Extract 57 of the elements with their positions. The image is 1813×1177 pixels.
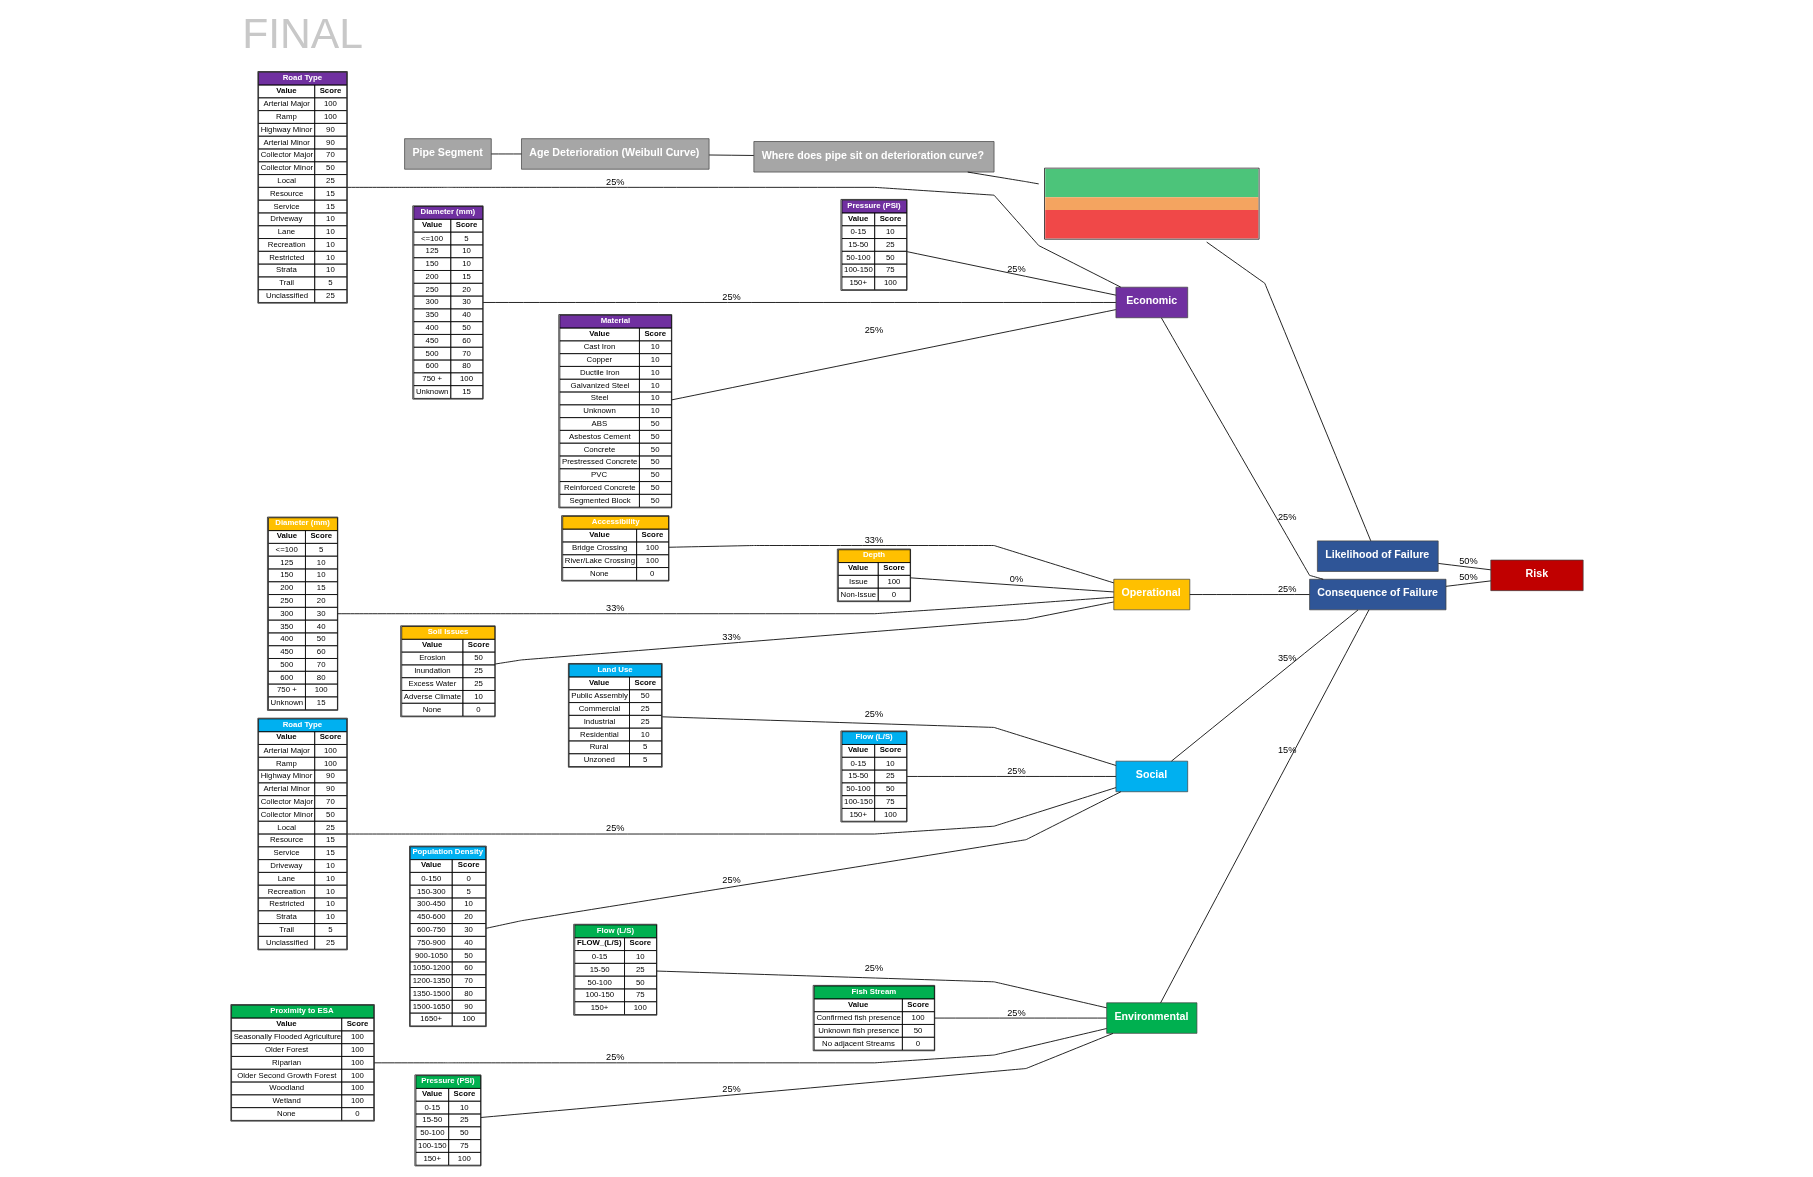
connector [668, 545, 1114, 584]
edge-label: 25% [605, 176, 625, 187]
connector [1159, 609, 1369, 1004]
edge-label: 25% [864, 963, 883, 974]
edge-label: 50% [1458, 555, 1478, 566]
node-box: Operational [1112, 578, 1190, 611]
edge-label: 33% [864, 534, 883, 545]
edge-label: 35% [1277, 652, 1296, 663]
node-box: Consequence of Failure [1308, 578, 1446, 611]
connector [656, 970, 1107, 1009]
edge-label: 25% [864, 709, 883, 720]
connector [336, 596, 1114, 615]
connector [1445, 580, 1491, 587]
edge-label: 25% [1006, 263, 1026, 274]
edge-label: 25% [1277, 512, 1296, 523]
edge-label: 0% [1009, 574, 1023, 585]
edge-label: 25% [721, 291, 741, 302]
edge-label: 25% [721, 1083, 741, 1094]
connector [1205, 241, 1371, 542]
connector [1160, 317, 1324, 580]
connector [906, 251, 1116, 296]
edge-label: 25% [1006, 765, 1026, 776]
connector [909, 577, 1114, 593]
connector [1437, 563, 1491, 571]
connector [346, 186, 1121, 288]
edge-label: 25% [1006, 1007, 1026, 1018]
node-box: Risk [1489, 559, 1583, 591]
connector [346, 787, 1116, 835]
edge-label: 25% [721, 874, 741, 885]
node-box: Where does pipe sit on deterioration curve? [753, 141, 994, 173]
node-box: Social [1115, 760, 1188, 793]
connector [1188, 594, 1310, 595]
edge-label: 33% [605, 603, 625, 614]
connector [708, 154, 754, 156]
node-box: Economic [1115, 286, 1188, 319]
node-box: Likelihood of Failure [1316, 540, 1439, 572]
node-box: Environmental [1105, 1002, 1197, 1034]
connector [482, 302, 1116, 303]
connector [1170, 609, 1358, 762]
node-box: Age Deterioration (Weibull Curve) [520, 138, 709, 170]
connector [485, 791, 1121, 929]
edge-label: 25% [1277, 583, 1296, 594]
edge-label: 50% [1458, 571, 1478, 582]
edge-label: 25% [605, 1052, 625, 1063]
connector [934, 1017, 1107, 1019]
connector [661, 716, 1116, 766]
edge-label: 15% [1277, 745, 1296, 756]
connector [906, 776, 1116, 777]
edge-label: 25% [864, 324, 883, 335]
edge-label: 25% [605, 823, 625, 834]
node-box: Pipe Segment [403, 138, 492, 170]
connector [966, 171, 1039, 185]
connector [373, 1028, 1107, 1064]
connector [671, 309, 1116, 401]
connector [494, 601, 1114, 665]
connector [480, 1033, 1113, 1118]
edge-label: 33% [721, 631, 741, 642]
